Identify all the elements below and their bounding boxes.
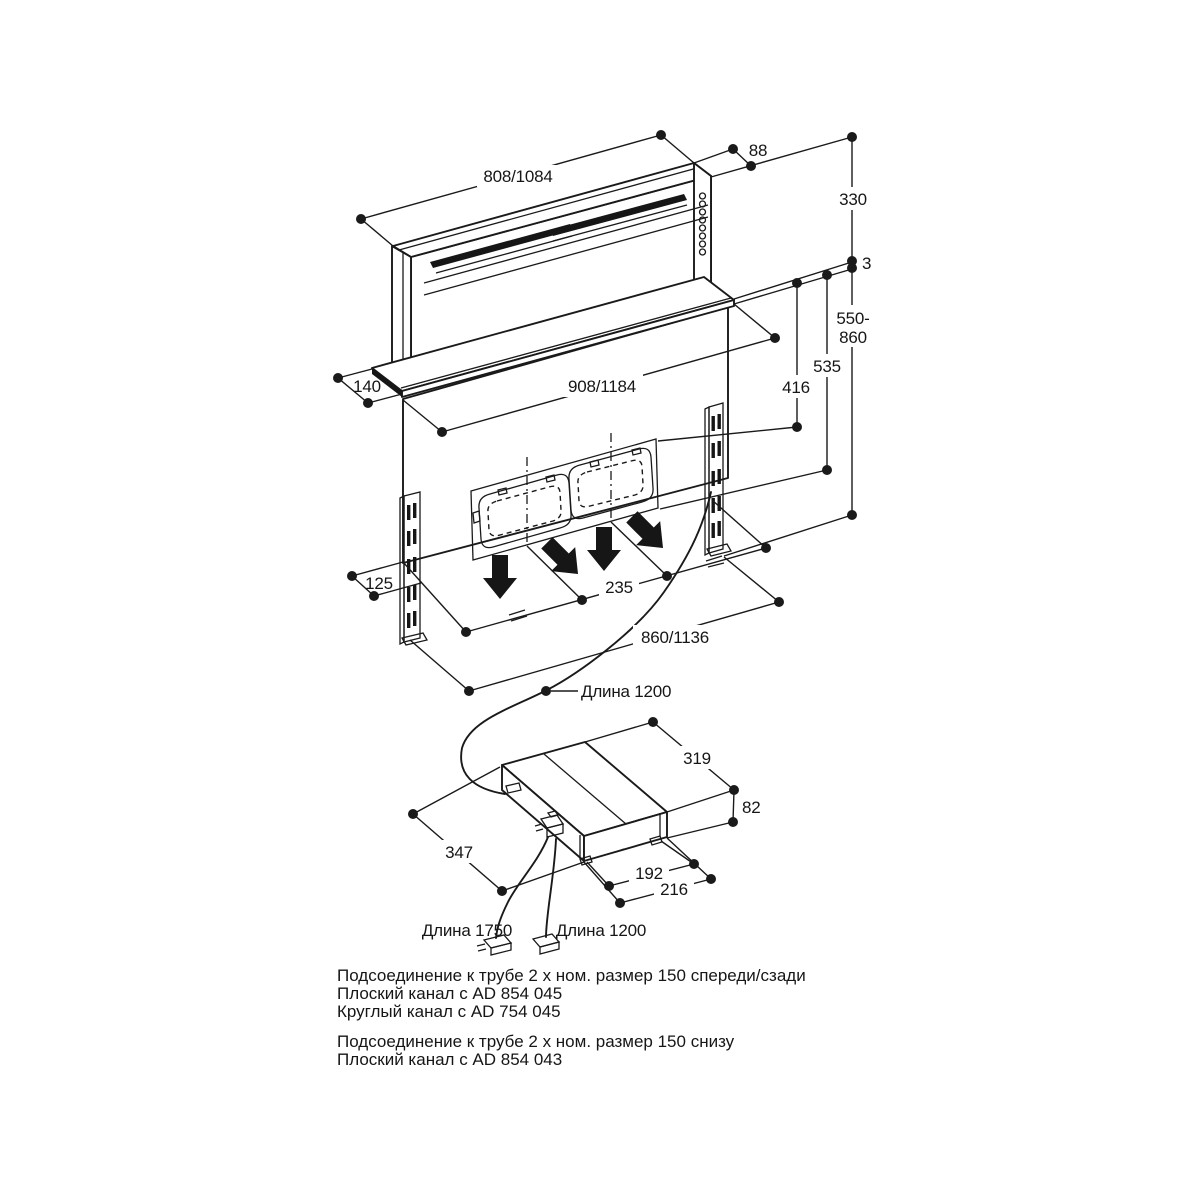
dim-hood-height-label: 330	[839, 190, 867, 209]
power-cord-length-label: Длина 1750	[422, 921, 512, 940]
mounting-rail-right	[704, 402, 732, 557]
equal-spacing-mark	[508, 609, 528, 622]
blower-box	[501, 741, 668, 866]
airflow-arrow	[541, 537, 578, 574]
cord-connector	[534, 810, 565, 838]
power-cord-line	[476, 836, 549, 956]
dim-mount-span-label: 860/1136	[641, 628, 709, 647]
cable-length-label: Длина 1200	[581, 682, 671, 701]
airflow-arrows	[483, 511, 663, 599]
note-line-4: Подсоединение к трубе 2 х ном. размер 15…	[337, 1032, 735, 1051]
dim-feet-spacing-label: 192	[635, 864, 663, 883]
mounting-rail-left	[399, 491, 428, 646]
dim-125-label: 125	[365, 574, 393, 593]
label-masks	[439, 165, 873, 900]
duct-cutout	[470, 438, 659, 561]
dimension-labels: 808/1084 88 330 3 550- 860 535 416 908/1…	[353, 141, 871, 940]
dim-install-height-label-1: 550-	[836, 309, 869, 328]
duct-outlet-left	[472, 473, 572, 549]
outlet-centerlines	[526, 433, 612, 546]
hood-unit	[391, 162, 712, 385]
dim-motor-diagonal-label: 347	[445, 843, 473, 862]
dim-motor-width-label: 216	[660, 880, 688, 899]
airflow-arrow	[483, 555, 517, 599]
connection-cable	[460, 491, 712, 795]
control-plug	[531, 933, 561, 955]
power-plug	[476, 934, 513, 956]
air-inlet-slot	[430, 194, 688, 274]
dim-140-label: 140	[353, 377, 381, 396]
dim-motor-height-label: 82	[742, 798, 761, 817]
dim-535-label: 535	[813, 357, 841, 376]
note-line-5: Плоский канал с AD 854 043	[337, 1050, 562, 1069]
note-line-2: Плоский канал с AD 854 045	[337, 984, 562, 1003]
dimension-dots	[333, 130, 857, 908]
connection-notes: Подсоединение к трубе 2 х ном. размер 15…	[337, 966, 806, 1069]
note-line-1: Подсоединение к трубе 2 х ном. размер 15…	[337, 966, 806, 985]
duct-outlet-right	[568, 447, 654, 520]
equal-spacing-mark	[705, 555, 725, 568]
control-cord-length-label: Длина 1200	[556, 921, 646, 940]
cable-inlet-slot	[505, 782, 522, 794]
control-cord-line	[531, 838, 561, 955]
countertop-plate	[371, 276, 735, 398]
airflow-arrow	[587, 527, 621, 571]
airflow-arrow	[626, 511, 663, 548]
dim-body-width-label: 908/1184	[568, 377, 636, 396]
dim-hood-width-label: 808/1084	[483, 167, 552, 186]
note-line-3: Круглый канал с AD 754 045	[337, 1002, 561, 1021]
dim-countertop-thickness-label: 3	[862, 254, 871, 273]
dim-hood-depth-label: 88	[749, 141, 768, 160]
dim-235-label: 235	[605, 578, 633, 597]
dim-416-label: 416	[782, 378, 810, 397]
dim-motor-depth-label: 319	[683, 749, 711, 768]
dim-install-height-label-2: 860	[839, 328, 867, 347]
